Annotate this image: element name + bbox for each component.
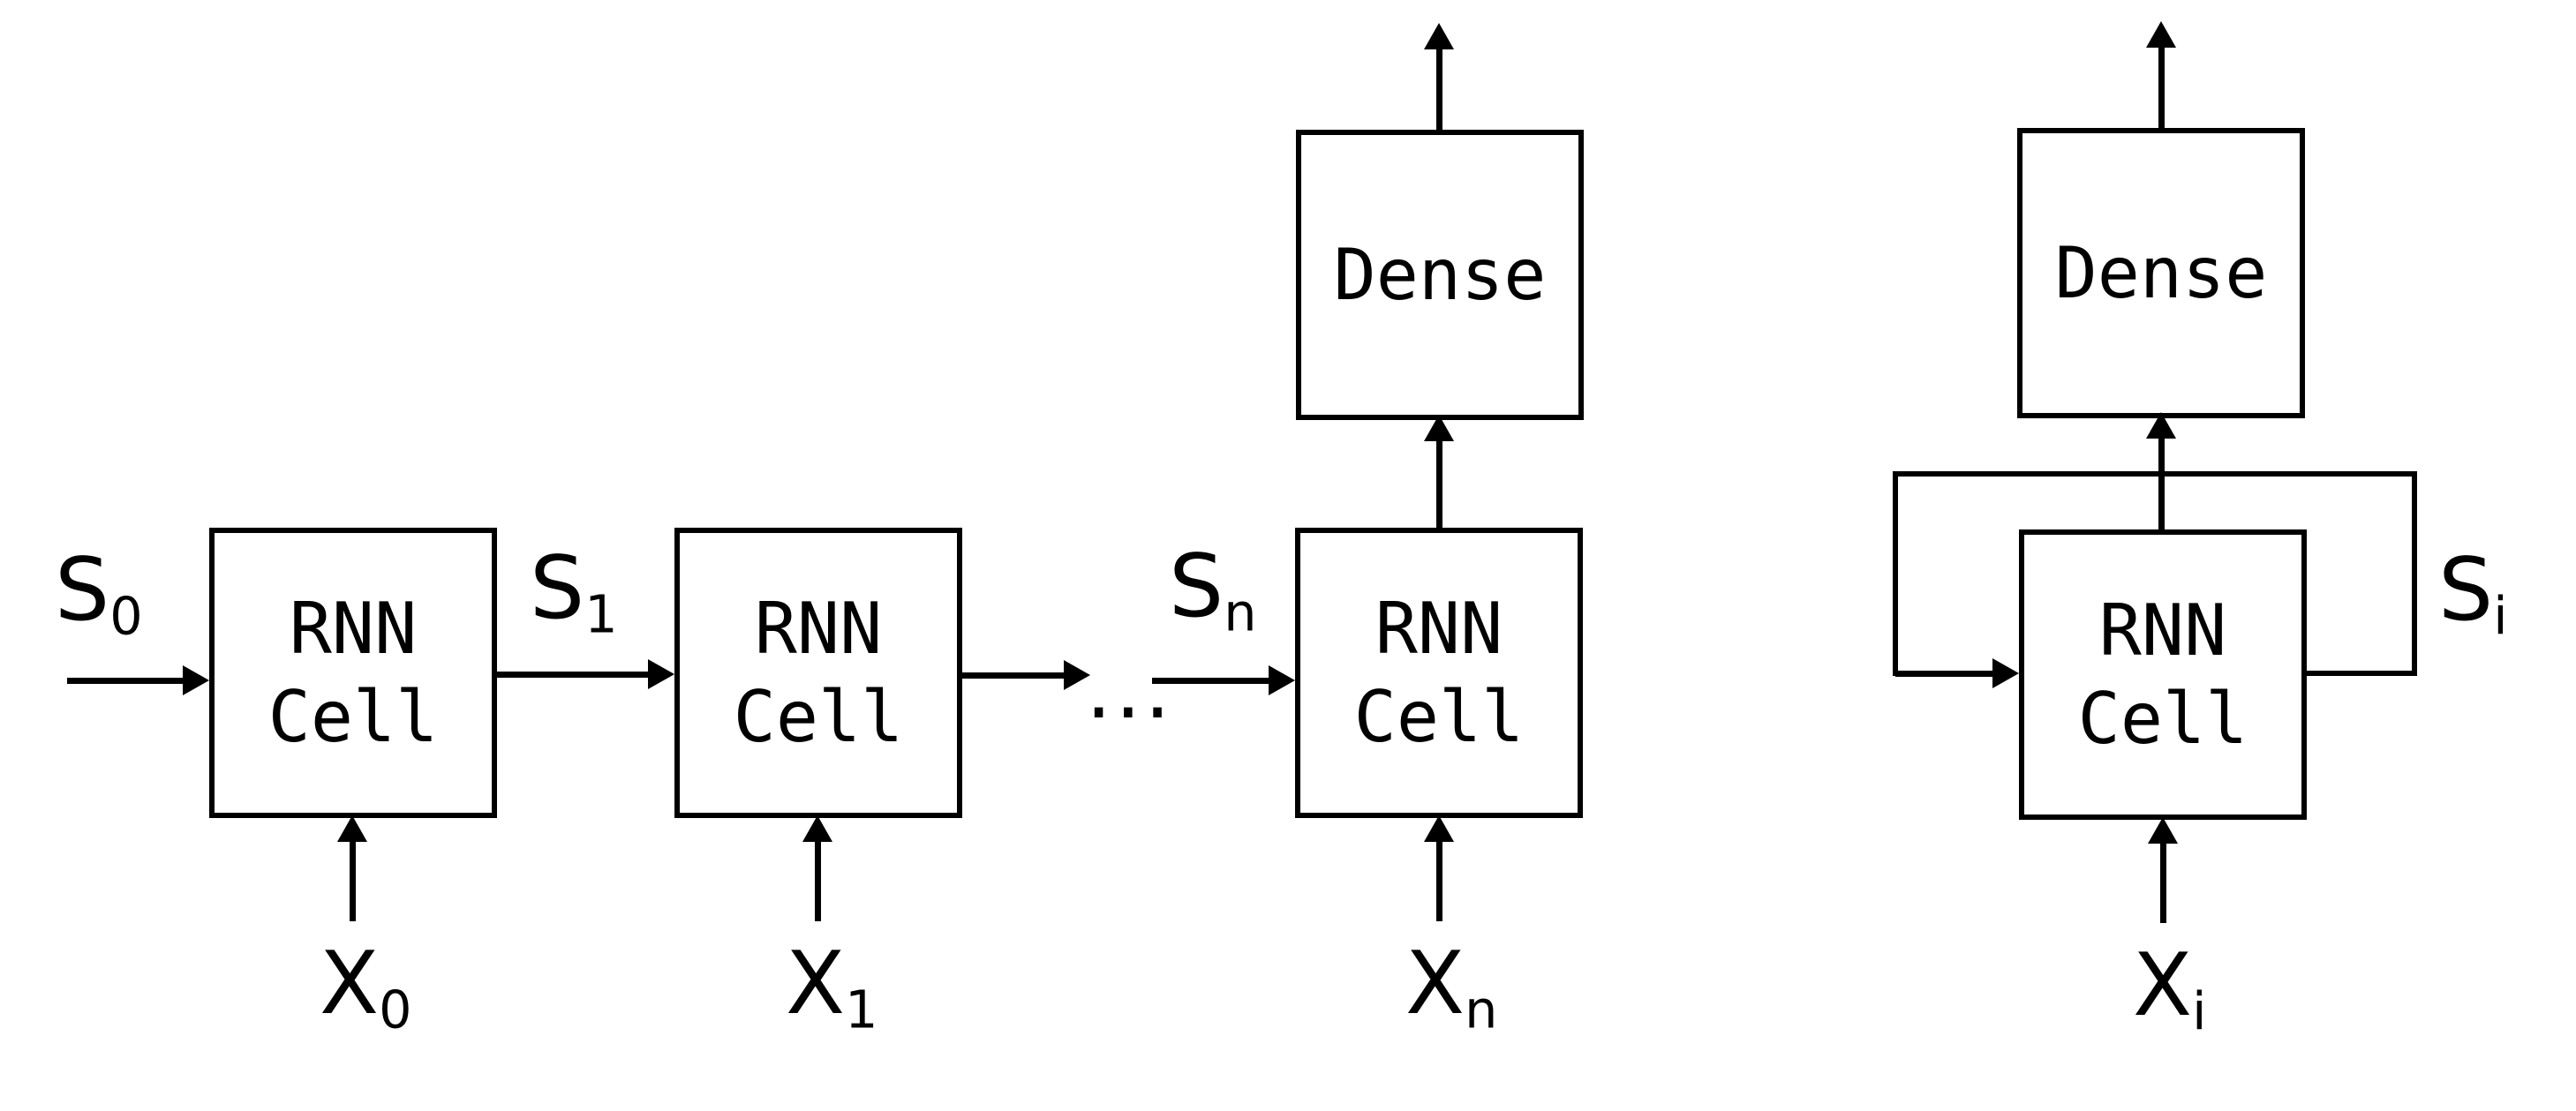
xi-input-arrow <box>2148 817 2178 923</box>
xn-input-arrow <box>1424 815 1454 921</box>
input-label-xn: Xn <box>1405 941 1497 1053</box>
arrow-head <box>2146 21 2176 48</box>
rnn-cell-2-label-line2: Cell <box>733 675 904 758</box>
arrow-shaft <box>2158 44 2165 128</box>
rnn-cell-box-1: RNN Cell <box>209 528 497 818</box>
arrow-shaft <box>67 678 186 684</box>
feedback-loop-entry-arrow <box>1895 658 2019 688</box>
arrow-shaft <box>1152 678 1272 684</box>
state-label-si: Si <box>2438 547 2508 659</box>
rnn-cell-1-label-line1: RNN <box>289 587 418 670</box>
arrow-head <box>337 815 367 842</box>
x1-input-arrow <box>802 815 832 921</box>
feedback-loop-exit-segment <box>2307 671 2417 676</box>
arrow-head <box>2148 817 2178 844</box>
dense-label-unrolled: Dense <box>1333 233 1547 316</box>
state-label-si-sub: i <box>2493 585 2508 647</box>
rnn-cell-box-recurrent: RNN Cell <box>2019 529 2307 820</box>
arrow-head <box>1992 658 2019 688</box>
s1-state-arrow <box>497 659 674 689</box>
input-label-x1-sub: 1 <box>845 979 878 1040</box>
feedback-loop-left-segment <box>1893 471 1898 676</box>
arrow-shaft <box>1436 46 1442 130</box>
dense-box-recurrent: Dense <box>2017 128 2305 418</box>
sn-state-arrow <box>1152 665 1295 695</box>
arrow-head <box>1064 660 1090 690</box>
cell2-output-arrow <box>961 660 1090 690</box>
arrow-shaft <box>1895 671 1996 677</box>
arrow-head <box>1424 815 1454 842</box>
arrow-head <box>1269 665 1295 695</box>
input-label-x0-base: X <box>320 934 380 1034</box>
state-label-s1-base: S <box>530 538 585 639</box>
arrow-shaft <box>2158 435 2165 529</box>
state-label-sn: Sn <box>1169 544 1256 656</box>
x0-input-arrow <box>337 815 367 921</box>
input-label-xi-base: X <box>2133 935 2193 1036</box>
dense-output-arrow-recurrent <box>2146 21 2176 128</box>
rnn-cell-n-label-line1: RNN <box>1375 587 1503 670</box>
input-label-x1: X1 <box>786 941 878 1053</box>
rnn-cell-n-label-line2: Cell <box>1353 675 1525 758</box>
arrow-head <box>1424 415 1454 441</box>
arrow-head <box>1424 23 1454 49</box>
dense-output-arrow-unrolled <box>1424 23 1454 130</box>
input-label-x0: X0 <box>320 941 412 1053</box>
input-label-xn-sub: n <box>1465 979 1498 1040</box>
state-label-s1: S1 <box>530 545 618 657</box>
input-label-xi-sub: i <box>2192 980 2207 1042</box>
arrow-shaft <box>961 672 1067 679</box>
rnn-cell-recurrent-label-line1: RNN <box>2098 589 2227 672</box>
input-label-xi: Xi <box>2133 942 2206 1055</box>
arrow-head <box>2146 412 2176 439</box>
state-label-s0: S0 <box>55 547 143 659</box>
arrow-shaft <box>1436 838 1442 921</box>
arrow-shaft <box>497 672 652 678</box>
rnn-cell-box-n: RNN Cell <box>1295 528 1583 818</box>
rnn-cell-recurrent-label-line2: Cell <box>2077 677 2248 760</box>
input-label-xn-base: X <box>1405 934 1465 1034</box>
cell-to-dense-arrow-recurrent <box>2146 412 2176 529</box>
input-label-x0-sub: 0 <box>379 979 412 1040</box>
state-label-si-base: S <box>2438 540 2494 641</box>
arrow-shaft <box>815 838 821 921</box>
arrow-head <box>802 815 832 842</box>
state-label-s1-sub: 1 <box>584 583 618 645</box>
arrow-shaft <box>350 838 356 921</box>
arrow-head <box>648 659 674 689</box>
state-label-sn-base: S <box>1169 537 1224 637</box>
arrow-shaft <box>1436 438 1442 528</box>
rnn-cell-box-2: RNN Cell <box>674 528 962 818</box>
arrow-head <box>183 665 209 695</box>
input-label-x1-base: X <box>786 934 846 1034</box>
state-label-sn-sub: n <box>1224 582 1257 643</box>
feedback-loop-top-segment <box>1893 471 2417 477</box>
celln-to-dense-arrow <box>1424 415 1454 528</box>
arrow-shaft <box>2160 840 2166 923</box>
state-label-s0-base: S <box>55 540 110 641</box>
dense-box-unrolled: Dense <box>1296 130 1584 420</box>
rnn-cell-2-label-line1: RNN <box>754 587 883 670</box>
feedback-loop-right-segment <box>2412 474 2417 676</box>
state-label-s0-sub: 0 <box>109 585 143 647</box>
rnn-cell-1-label-line2: Cell <box>267 675 439 758</box>
s0-input-arrow <box>67 665 209 695</box>
ellipsis-dots: ... <box>1086 642 1174 737</box>
dense-label-recurrent: Dense <box>2054 231 2268 314</box>
